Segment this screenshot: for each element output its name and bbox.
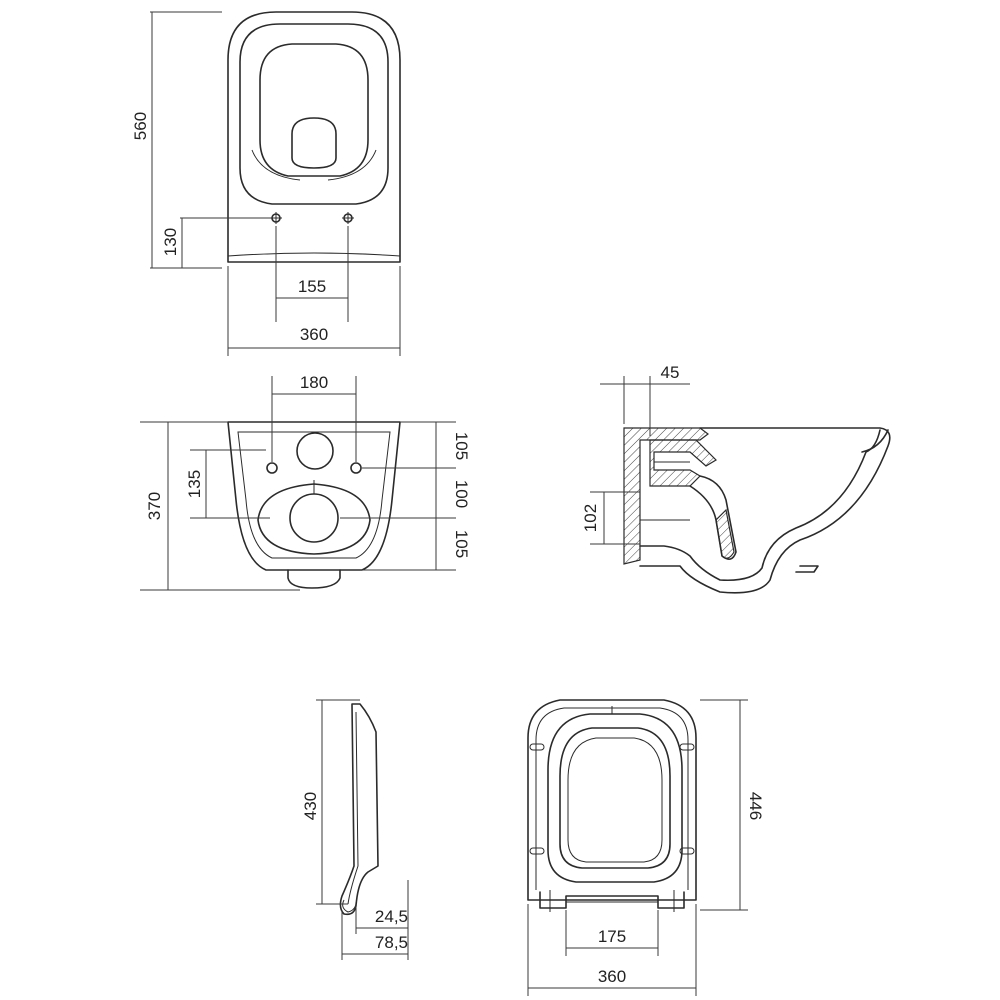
dim-label-100: 100: [452, 480, 471, 508]
seat-hinge: [539, 891, 685, 909]
front-view-bolt-hole: [266, 462, 278, 474]
seat-lid-inner: [535, 707, 689, 890]
seat-bumper: [679, 743, 695, 751]
dim-label-102: 102: [581, 504, 600, 532]
side-section-bowl-outer: [639, 427, 891, 594]
seat-bumper: [529, 743, 545, 751]
dim-label-180: 180: [300, 373, 328, 392]
top-view: 560 130 155 360: [131, 11, 401, 356]
dim-label-seat-360: 360: [598, 967, 626, 986]
front-view-outline: [227, 421, 401, 571]
front-view-outlet: [289, 493, 339, 543]
seat-bumper: [529, 847, 545, 855]
side-section-view: 45 102: [581, 363, 891, 594]
dim-label-446: 446: [746, 792, 765, 820]
top-view-bowl-opening: [259, 43, 369, 177]
seat-opening: [567, 737, 663, 863]
dim-label-105-upper: 105: [452, 432, 471, 460]
dim-label-360: 360: [300, 325, 328, 344]
front-view-inlet: [296, 432, 334, 470]
side-section-bowl-inner: [639, 429, 881, 582]
top-view-inner-rim: [239, 23, 389, 205]
seat-side-inner: [347, 711, 359, 905]
dim-label-370: 370: [145, 492, 164, 520]
side-section-trap: [689, 475, 737, 560]
side-section-rim: [861, 429, 889, 453]
dim-label-130: 130: [161, 228, 180, 256]
front-view-inner-outline: [237, 431, 391, 559]
seat-side-view: 430 24,5 78,5: [301, 699, 409, 960]
dim-label-24-5: 24,5: [375, 907, 408, 926]
dim-label-560: 560: [131, 112, 150, 140]
top-view-flush-curve: [251, 149, 301, 181]
dim-label-78-5: 78,5: [375, 933, 408, 952]
side-section-base: [795, 565, 819, 573]
dim-label-45: 45: [661, 363, 680, 382]
dim-label-155: 155: [298, 277, 326, 296]
front-view: 180 370 135 105 100 105: [140, 373, 471, 591]
front-view-outlet-outer: [257, 483, 371, 555]
seat-top-view: 446 175 360: [527, 699, 765, 996]
side-section-inlet-channel: [649, 439, 717, 487]
seat-ring-inner: [559, 727, 671, 869]
seat-lid-outline: [527, 699, 697, 901]
top-view-outline: [227, 11, 401, 263]
dim-label-105-lower: 105: [452, 530, 471, 558]
dim-label-430: 430: [301, 792, 320, 820]
dim-label-135: 135: [185, 470, 204, 498]
top-view-drain: [291, 117, 337, 169]
dim-label-175: 175: [598, 927, 626, 946]
front-view-foot: [287, 569, 341, 589]
top-view-rim: [227, 252, 401, 257]
seat-side-outline: [339, 703, 379, 916]
side-section-trap-wall: [715, 508, 735, 559]
top-view-flush-curve: [327, 149, 377, 181]
seat-bumper: [679, 847, 695, 855]
front-view-bolt-hole: [350, 462, 362, 474]
seat-ring-outer: [547, 713, 683, 883]
